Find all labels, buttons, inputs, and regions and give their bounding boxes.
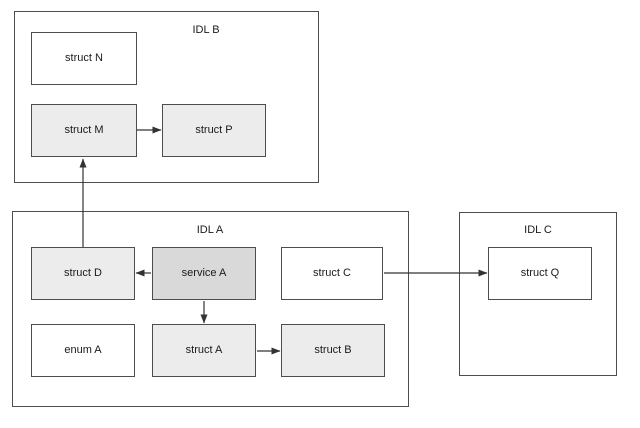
node-struct-c-label: struct C	[313, 266, 351, 279]
container-idl-a[interactable]	[12, 211, 409, 407]
node-struct-a-label: struct A	[185, 343, 223, 356]
node-struct-b-label: struct B	[314, 343, 352, 356]
node-struct-b[interactable]: struct B	[281, 324, 385, 377]
node-struct-c[interactable]: struct C	[281, 247, 383, 300]
node-struct-m-label: struct M	[64, 123, 104, 136]
node-struct-a[interactable]: struct A	[152, 324, 256, 377]
node-struct-p[interactable]: struct P	[162, 104, 266, 157]
node-struct-n-label: struct N	[65, 51, 103, 64]
node-enum-a[interactable]: enum A	[31, 324, 135, 377]
node-struct-q[interactable]: struct Q	[488, 247, 592, 300]
container-idl-c-label: IDL C	[524, 224, 552, 236]
node-struct-d[interactable]: struct D	[31, 247, 135, 300]
node-struct-m[interactable]: struct M	[31, 104, 137, 157]
node-service-a-label: service A	[181, 266, 227, 279]
container-idl-b-label: IDL B	[192, 24, 220, 36]
node-enum-a-label: enum A	[64, 343, 102, 356]
container-idl-a-label: IDL A	[196, 224, 224, 236]
node-struct-n[interactable]: struct N	[31, 32, 137, 85]
node-struct-q-label: struct Q	[520, 266, 560, 279]
node-service-a[interactable]: service A	[152, 247, 256, 300]
node-struct-p-label: struct P	[195, 123, 233, 136]
node-struct-d-label: struct D	[64, 266, 102, 279]
